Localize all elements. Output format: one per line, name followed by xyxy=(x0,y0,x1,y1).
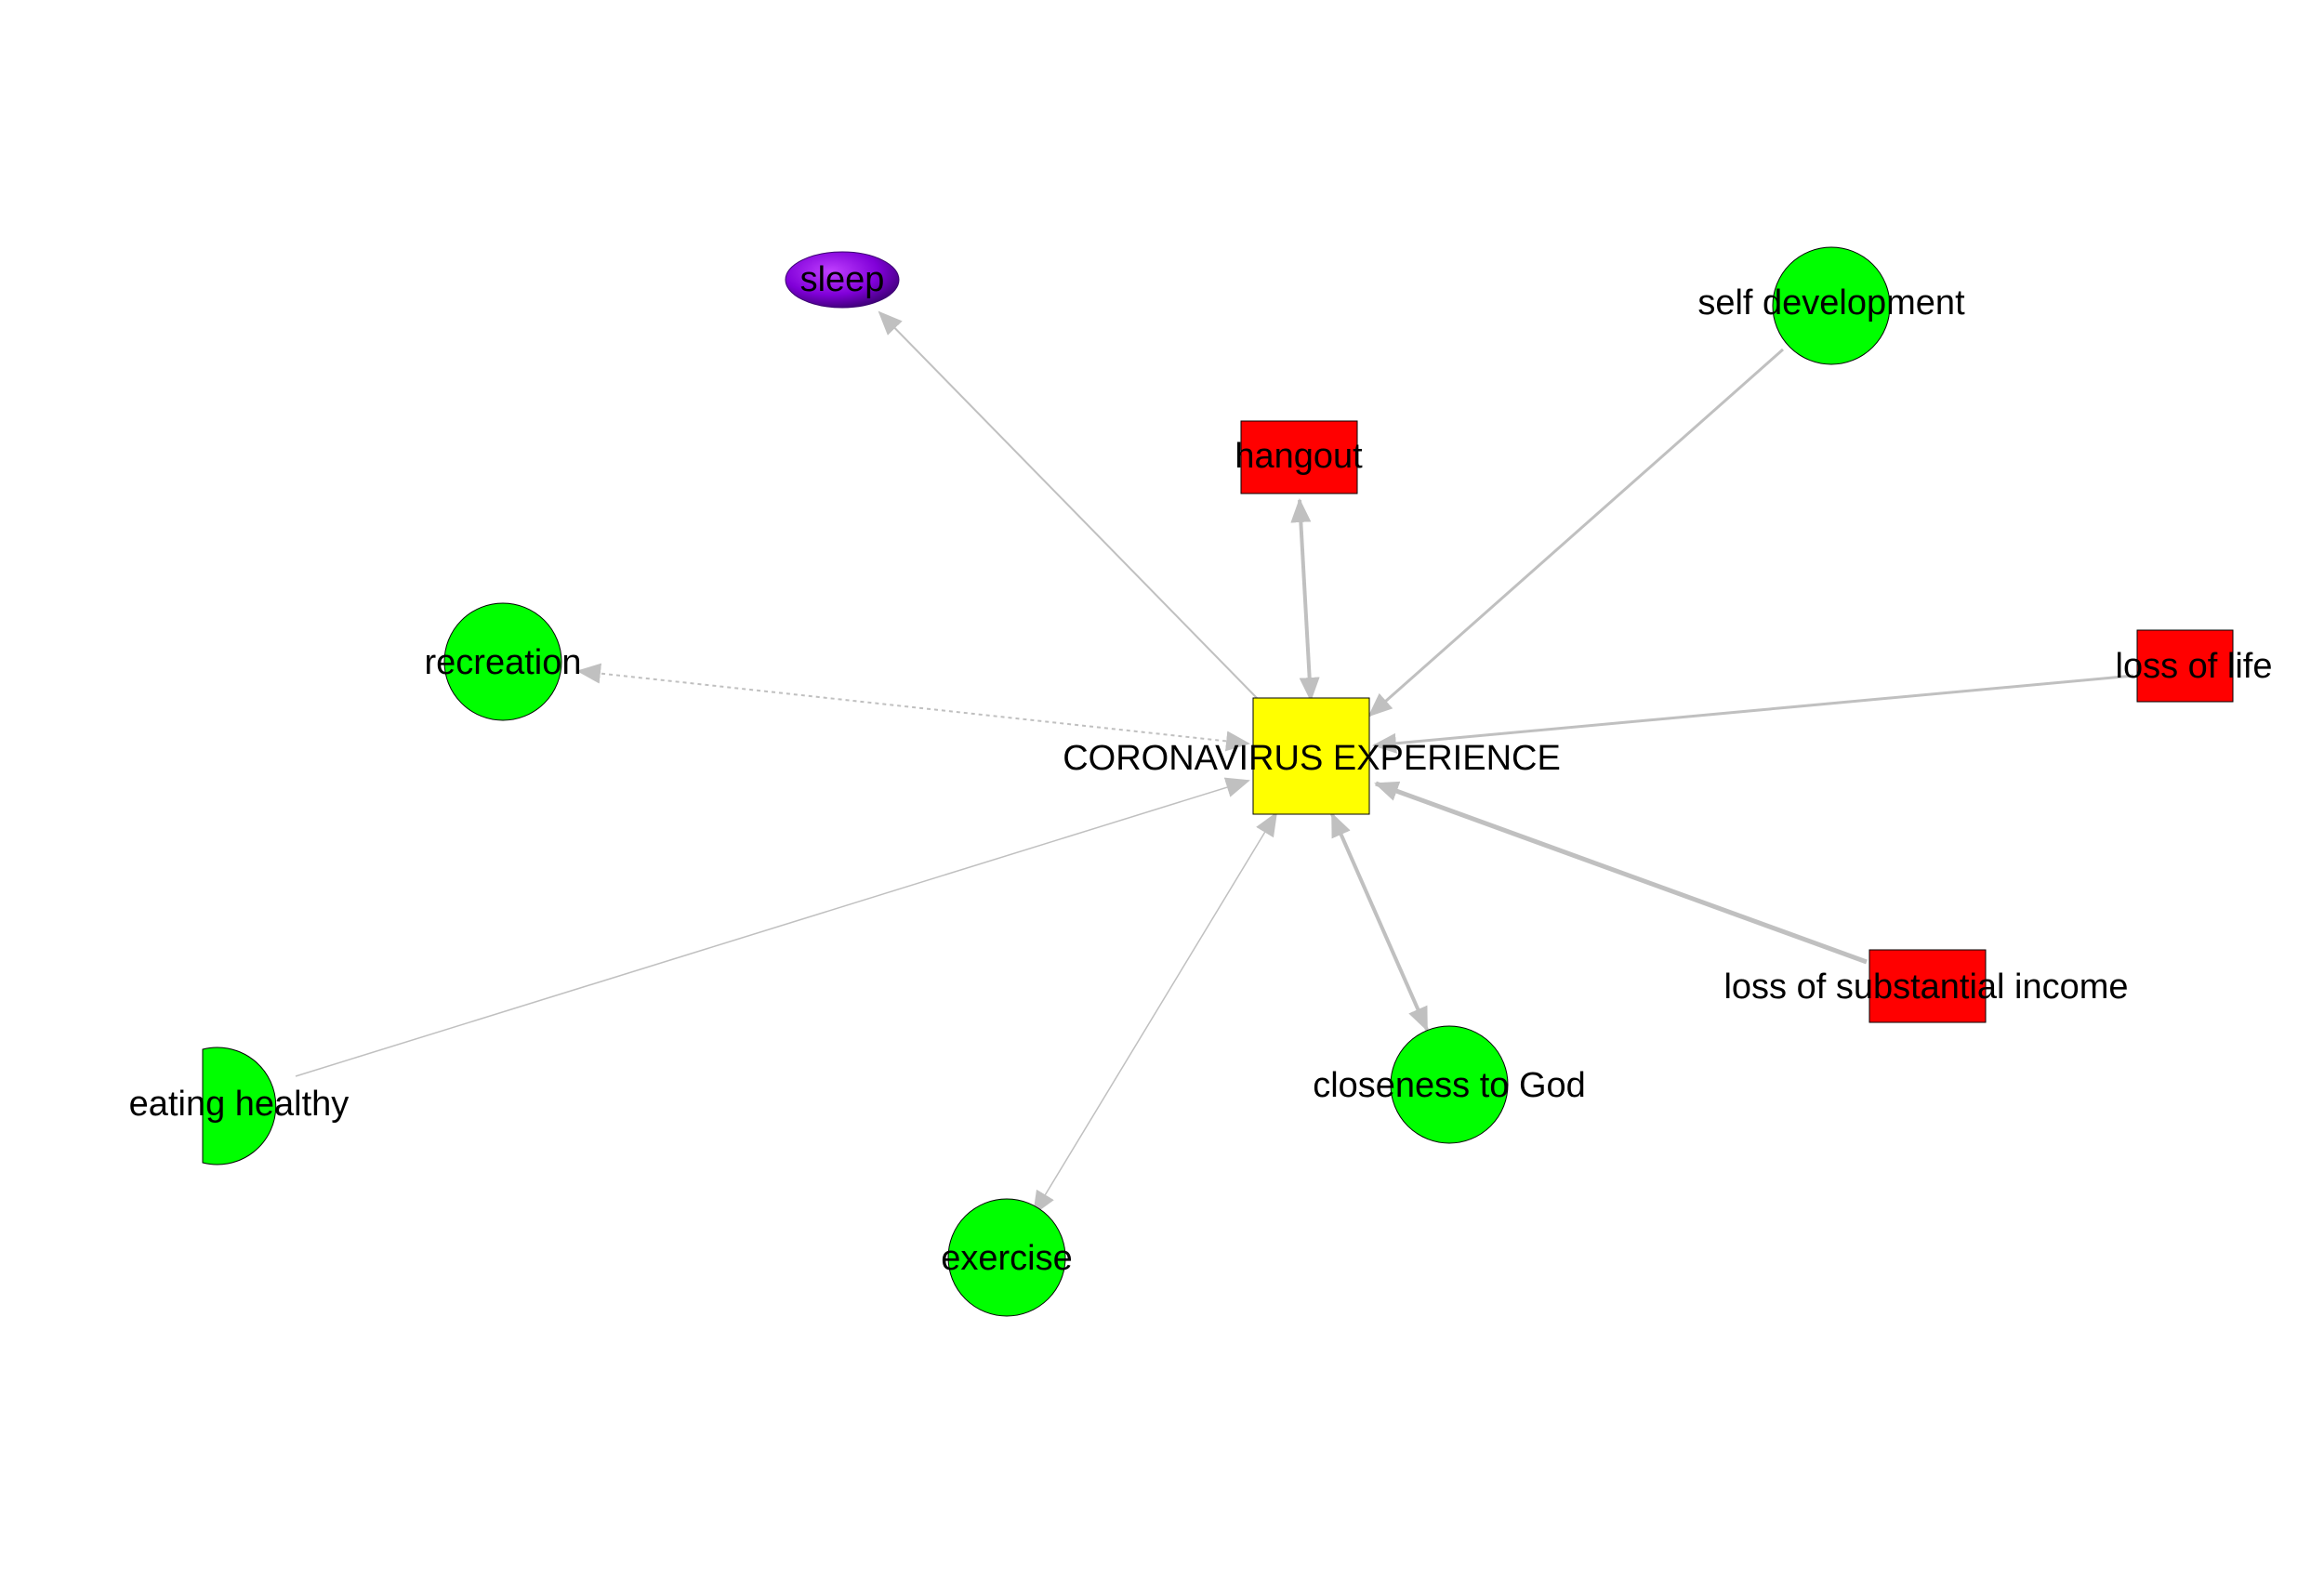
node-center-shape[interactable] xyxy=(1252,697,1370,815)
edge-center-recreation xyxy=(576,663,1250,752)
edge-selfdev-center xyxy=(1367,348,1784,718)
node-eating-healthy-label: eating healthy xyxy=(129,1085,350,1124)
node-loss-of-income-shape[interactable] xyxy=(1868,949,1987,1023)
node-hangout-shape[interactable] xyxy=(1240,420,1358,494)
node-self-development-label: self development xyxy=(1697,283,1965,323)
node-self-development-shape[interactable] xyxy=(1772,246,1891,365)
node-loss-of-income-label: loss of substantial income xyxy=(1723,968,2128,1007)
edge-lossincome-center xyxy=(1374,781,1868,965)
node-closeness-to-god-label: closeness to God xyxy=(1313,1066,1586,1105)
edge-center-closeness xyxy=(1330,812,1429,1032)
edge-center-sleep xyxy=(878,310,1259,700)
node-eating-healthy-shape[interactable] xyxy=(202,1047,277,1165)
edge-losslife-center xyxy=(1372,674,2134,754)
node-hangout-label: hangout xyxy=(1235,437,1363,476)
labels: sleep hangout self development recreatio… xyxy=(129,260,2273,1278)
node-recreation-label: recreation xyxy=(425,643,582,682)
node-recreation-shape[interactable] xyxy=(443,602,562,721)
edge-center-hangout xyxy=(1290,498,1320,702)
node-exercise-label: exercise xyxy=(941,1239,1073,1278)
edges xyxy=(295,310,2134,1216)
node-loss-of-life-label: loss of life xyxy=(2116,647,2273,686)
node-closeness-to-god-shape[interactable] xyxy=(1390,1025,1509,1144)
edge-center-exercise xyxy=(1032,811,1278,1216)
node-exercise-shape[interactable] xyxy=(947,1198,1066,1317)
node-sleep-label: sleep xyxy=(800,260,885,299)
node-sleep-shape[interactable] xyxy=(785,251,900,309)
node-center-label: CORONAVIRUS EXPERIENCE xyxy=(1063,739,1561,778)
edge-eating-center xyxy=(295,777,1250,1077)
nodes xyxy=(202,246,2234,1317)
node-loss-of-life-shape[interactable] xyxy=(2136,629,2234,703)
